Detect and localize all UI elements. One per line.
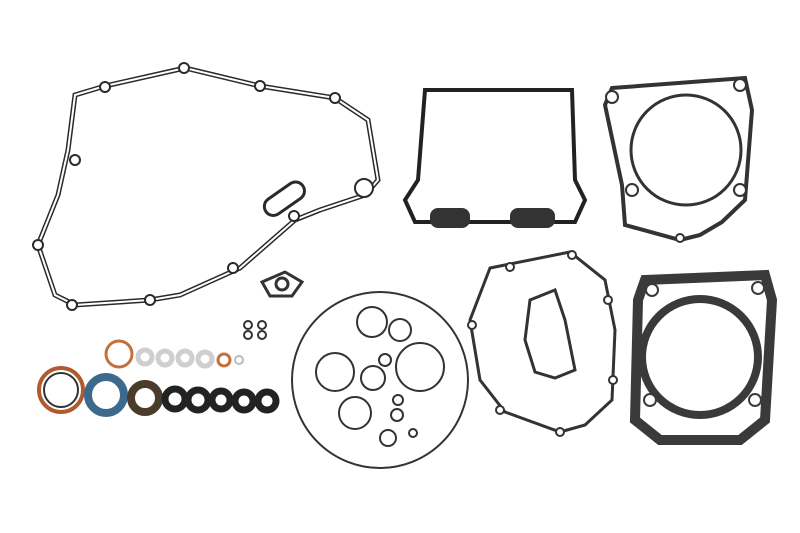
cylinder-head-gasket — [629, 269, 778, 445]
clutch-cover-gasket — [32, 62, 381, 311]
small-flange-gasket — [259, 270, 305, 298]
small-washers — [243, 320, 267, 340]
seals-and-rings — [37, 339, 280, 417]
cylinder-base-gasket — [602, 75, 755, 243]
valve-cover-gasket — [402, 88, 588, 228]
round-gasket — [291, 291, 469, 469]
ignition-cover-gasket — [467, 250, 618, 437]
